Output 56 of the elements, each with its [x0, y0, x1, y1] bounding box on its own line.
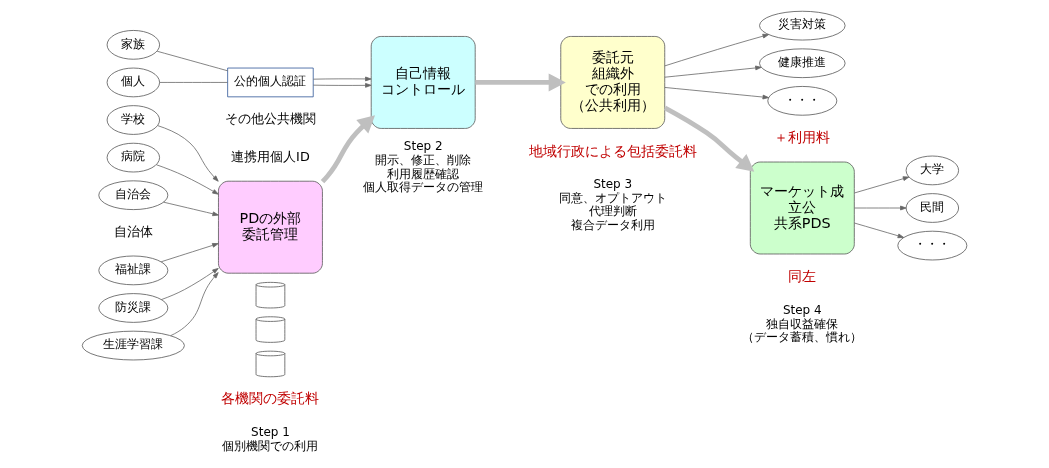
label: 個人取得データの管理: [363, 180, 484, 195]
label: 自治体: [113, 223, 153, 239]
arrow: [664, 65, 762, 78]
label: 利用履歴確認: [387, 166, 460, 181]
label: 各機関の委託料: [221, 390, 320, 407]
node-ellipse: 福祉課: [98, 255, 169, 286]
node-ellipse: 自治会: [98, 180, 169, 210]
label: 開示、修正、削除: [375, 153, 472, 168]
node-ellipse: 病院: [106, 142, 160, 173]
arrow: [320, 115, 376, 184]
arrow: [854, 205, 907, 211]
arrow: [163, 201, 219, 217]
node-ellipse: 家族: [106, 30, 160, 60]
label: 連携用個人ID: [231, 148, 310, 164]
arrow: [854, 176, 910, 194]
node-box: マーケット成立公共系PDS: [749, 161, 855, 255]
arrow: [161, 268, 219, 300]
node-box: 自己情報コントロール: [370, 36, 476, 129]
node-ellipse: 学校: [106, 105, 160, 135]
arrow: [664, 87, 769, 100]
node-ellipse: 健康推進: [759, 48, 846, 79]
arrow: [160, 243, 219, 263]
label: 同左: [788, 268, 817, 285]
node-box: 委託元組織外での利用（公共利用）: [560, 36, 666, 129]
label: 地域行政による包括委託料: [528, 142, 697, 159]
node-ellipse: 生涯学習課: [81, 330, 185, 361]
label: Step 3: [593, 177, 633, 192]
node-ellipse: 大学: [905, 155, 959, 186]
connector: [156, 50, 228, 72]
label: 独自収益確保: [766, 316, 839, 331]
arrow: [663, 105, 755, 172]
arrow: [155, 164, 219, 195]
node-ellipse: 防災課: [98, 293, 169, 323]
label: 代理判断: [588, 204, 637, 219]
arrow: [170, 272, 219, 337]
arrow: [157, 125, 219, 182]
arrow: [312, 76, 372, 82]
label: （データ蓄積、慣れ）: [742, 330, 863, 345]
arrow: [475, 73, 566, 92]
label: 同意、オプトアウト: [558, 190, 667, 205]
arrow: [312, 83, 372, 88]
connector: [159, 82, 228, 83]
label: ＋利用料: [774, 128, 831, 145]
node-box: 公的個人認証: [227, 67, 314, 98]
arrow: [664, 33, 769, 67]
arrow: [854, 222, 905, 239]
label: 個別機関での利用: [222, 438, 319, 453]
label: 複合データ利用: [570, 217, 655, 232]
node-ellipse: 民間: [905, 193, 959, 223]
label: Step 2: [403, 139, 443, 154]
node-ellipse: ・・・: [767, 86, 838, 116]
node-ellipse: 個人: [106, 67, 160, 98]
node-box: PDの外部委託管理: [218, 180, 323, 274]
label: Step 4: [782, 302, 822, 317]
label: Step 1: [251, 424, 290, 439]
label: その他公共機関: [224, 111, 316, 127]
